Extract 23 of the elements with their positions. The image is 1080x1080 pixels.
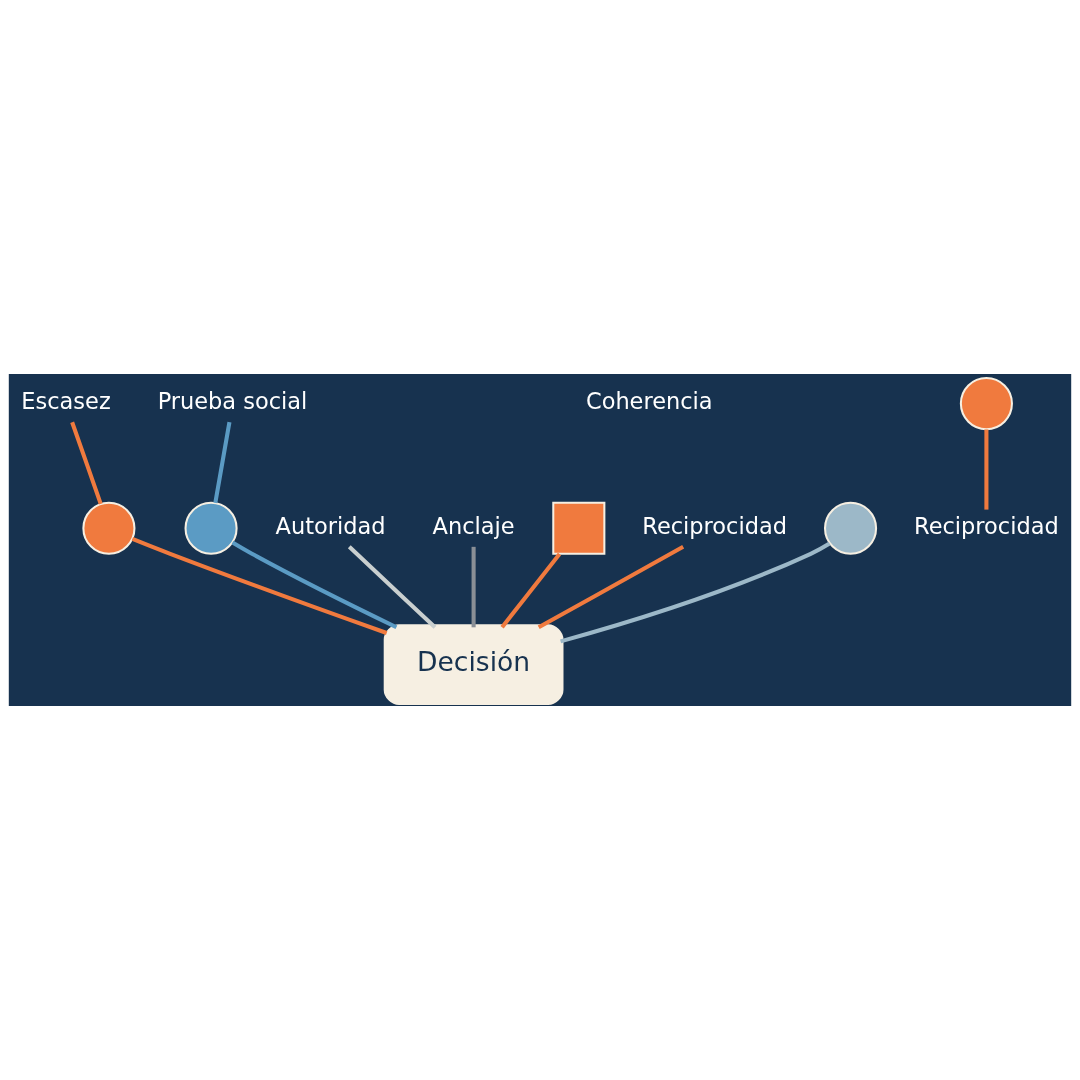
node-circle: [959, 377, 1013, 431]
node-box: Decisión: [383, 624, 564, 705]
node-text: Escasez: [21, 388, 111, 415]
node-text: Reciprocidad: [642, 512, 788, 539]
node-text: Prueba social: [157, 388, 308, 415]
node-circle: [184, 501, 238, 555]
node-text: Anclaje: [432, 512, 515, 539]
connector: [560, 541, 831, 644]
connector: [231, 540, 398, 630]
node-circle: [82, 501, 136, 555]
node-text: Reciprocidad: [914, 512, 1059, 539]
node-text: Coherencia: [585, 388, 713, 415]
connector: [537, 545, 685, 630]
connector: [70, 421, 103, 505]
node-box: [552, 501, 606, 555]
node-circle: [824, 501, 878, 555]
connector: [471, 546, 476, 628]
connector: [984, 429, 989, 510]
connector: [131, 537, 388, 635]
connector: [347, 545, 437, 629]
node-text: Autoridad: [275, 512, 386, 539]
connector: [500, 552, 562, 629]
connector: [213, 421, 232, 504]
